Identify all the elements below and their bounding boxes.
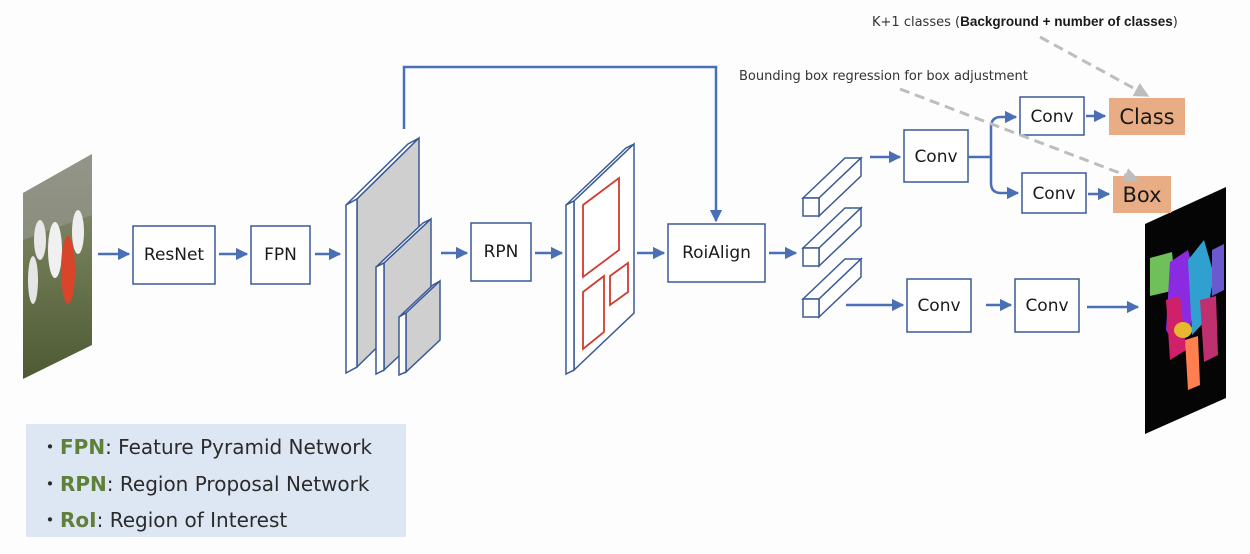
roi-features — [801, 156, 863, 319]
legend-item-fpn: ・FPN: Feature Pyramid Network — [40, 435, 373, 459]
head-conv-block — [903, 129, 969, 183]
legend-box: ・FPN: Feature Pyramid Network ・RPN: Regi… — [26, 424, 406, 537]
proposal-map — [565, 142, 635, 376]
rpn-block — [470, 222, 532, 282]
feature-pyramid — [345, 136, 441, 377]
flow-arrows — [98, 109, 1140, 314]
resnet-block — [132, 225, 216, 285]
legend-abbr: RoI — [60, 508, 97, 532]
mask-conv1-label: Conv — [917, 296, 960, 316]
mask-conv1-block — [906, 278, 972, 333]
legend-text: : Region Proposal Network — [106, 471, 370, 496]
class-conv-block — [1019, 96, 1085, 136]
box-conv-block — [1021, 172, 1087, 214]
legend-text: : Region of Interest — [96, 508, 288, 532]
classes-annotation-suffix: ) — [1173, 15, 1178, 30]
legend-item-rpn: ・RPN: Region Proposal Network — [40, 471, 370, 496]
annotation-arrows — [899, 35, 1150, 183]
rpn-label: RPN — [484, 242, 519, 262]
roialign-block — [667, 223, 766, 283]
head-conv-label: Conv — [914, 147, 957, 167]
mask-conv2-label: Conv — [1025, 296, 1068, 316]
box-conv-label: Conv — [1032, 184, 1075, 204]
output-mask-image — [1145, 187, 1226, 434]
classes-annotation-prefix: K+1 classes ( — [872, 15, 960, 30]
roialign-label: RoiAlign — [682, 243, 751, 263]
bbox-annotation: Bounding box regression for box adjustme… — [739, 69, 1028, 84]
mask-conv2-block — [1014, 278, 1080, 333]
classes-annotation-bold: Background + number of classes — [960, 14, 1173, 29]
fpn-block — [250, 225, 311, 285]
class-conv-label: Conv — [1030, 107, 1073, 127]
input-image — [23, 154, 92, 379]
legend-item-roi: ・RoI: Region of Interest — [40, 508, 288, 532]
box-output-label: Box — [1122, 183, 1161, 207]
class-output — [1109, 98, 1185, 135]
pyramid-to-roialign-arrow — [402, 65, 723, 223]
classes-annotation: K+1 classes (Background + number of clas… — [872, 14, 1178, 30]
legend-abbr: FPN — [60, 435, 106, 459]
fpn-label: FPN — [264, 245, 297, 265]
box-output — [1113, 176, 1171, 213]
class-output-label: Class — [1119, 105, 1174, 129]
resnet-label: ResNet — [144, 245, 205, 265]
legend-abbr: RPN — [60, 471, 107, 496]
legend-text: : Feature Pyramid Network — [105, 435, 373, 459]
